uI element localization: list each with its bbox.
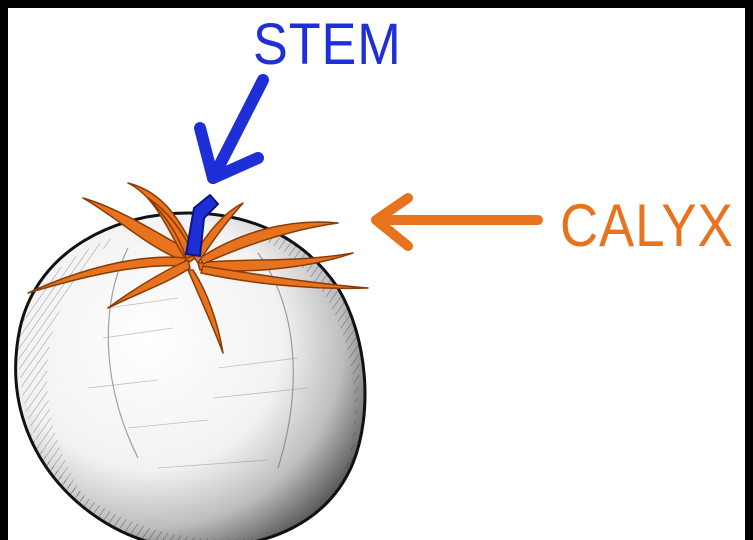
stem-pointer-arrow bbox=[200, 80, 263, 178]
calyx-label: CALYX bbox=[560, 196, 734, 256]
tomato-illustration bbox=[8, 8, 745, 540]
stem-label: STEM bbox=[253, 16, 402, 74]
calyx-pointer-arrow bbox=[376, 198, 538, 246]
